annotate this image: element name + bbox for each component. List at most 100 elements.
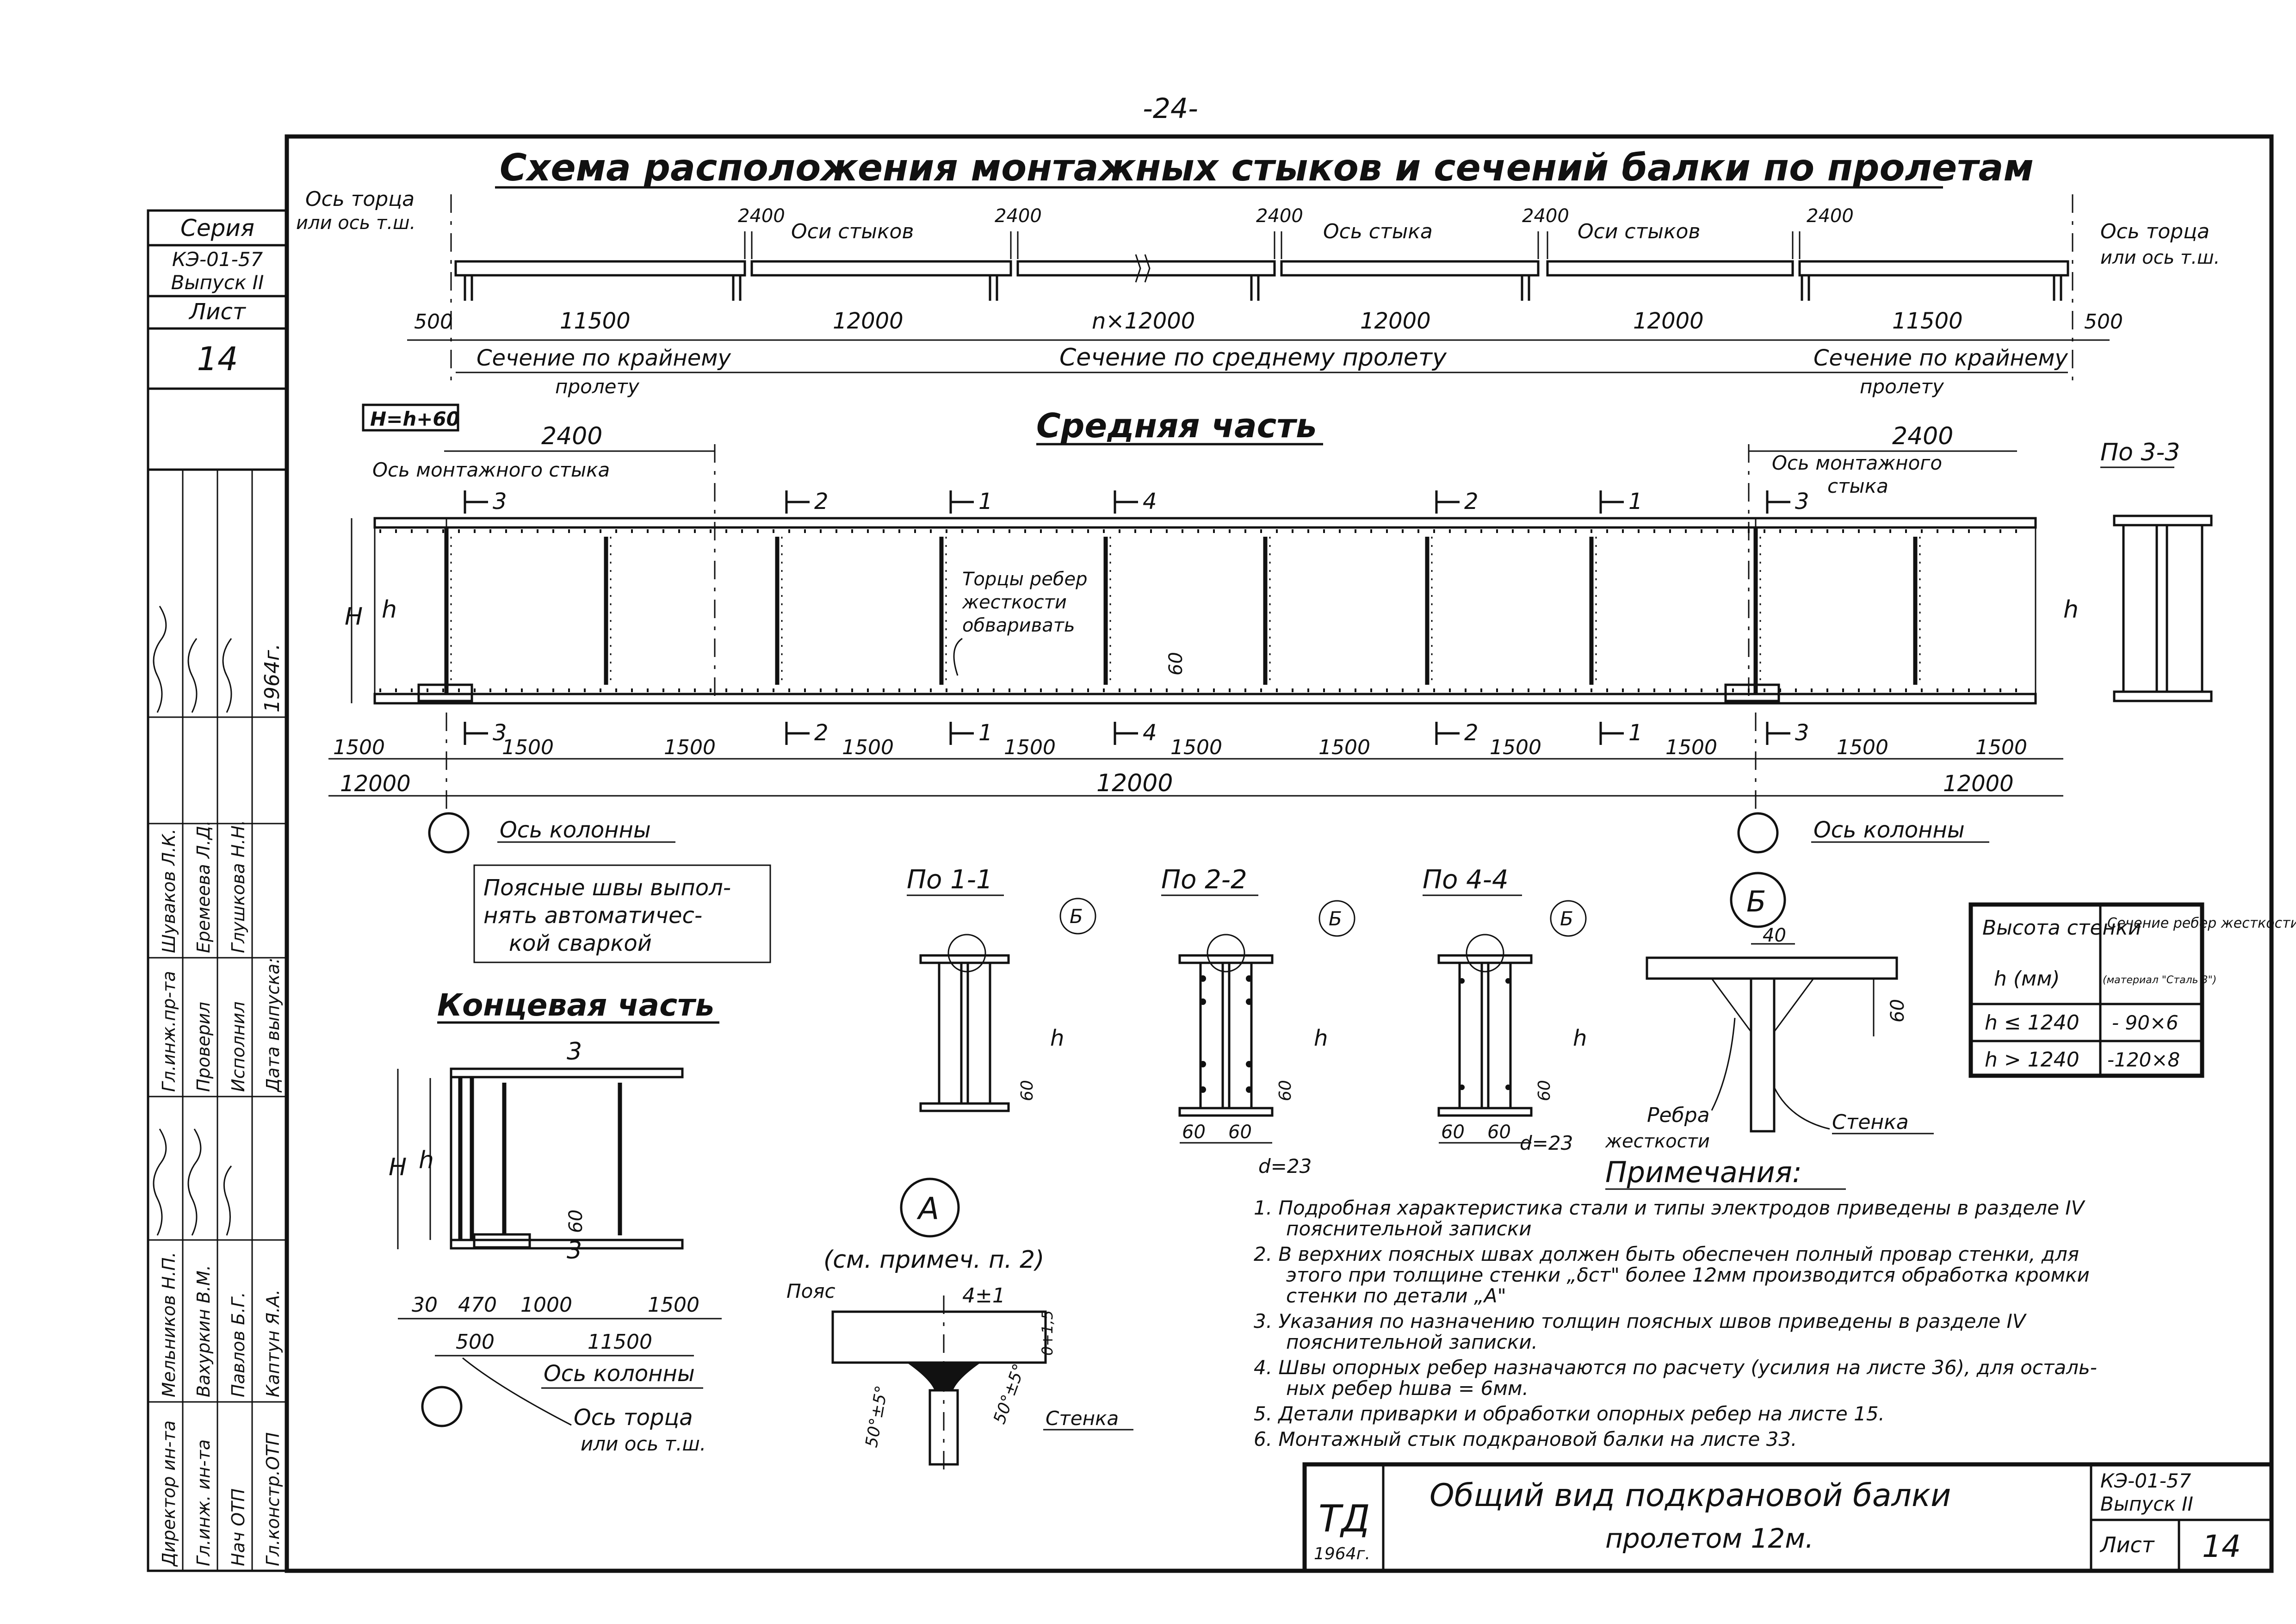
detail-B-rib-label2: жесткости [1605, 1131, 1710, 1152]
sig-year: 1964г. [260, 644, 284, 713]
detail-B-rib-label: Ребра [1647, 1103, 1710, 1127]
mark-bot-2: 2 [814, 720, 829, 746]
end-dim-3: 1000 [520, 1293, 572, 1317]
edge-dim-right: 12000 [1943, 771, 2014, 797]
scheme-section-left: Сечение по крайнему [477, 345, 731, 371]
scheme-span-7: 11500 [1892, 308, 1963, 334]
rib-dim-1: 1500 [502, 736, 554, 759]
rib-table-header1b: h (мм) [1994, 967, 2060, 991]
scheme-right-axis-label2: или ось т.ш. [2100, 247, 2220, 268]
sec11-dim: 60 [1018, 1080, 1037, 1101]
note-6: 6. Монтажный стык подкрановой балки на л… [1254, 1428, 1797, 1450]
end-dim2-1: 500 [456, 1330, 495, 1354]
scheme-section: Схема расположения монтажных стыков и се… [296, 146, 2220, 398]
end-column-axis: Ось колонны [544, 1361, 695, 1387]
detail-A: А (см. примеч. п. 2) Пояс 4±1 50°±5° 50°… [786, 1178, 1133, 1476]
detail-A-title: А [916, 1191, 939, 1227]
section-2-2: По 2-2 Б h 60 60 60 d=23 [1161, 865, 1355, 1178]
middle-part-title: Средняя часть [1036, 406, 1317, 445]
notes-title: Примечания: [1605, 1155, 1802, 1189]
stamp-year: 1964г. [1314, 1544, 1370, 1563]
sec44-ref: Б [1560, 907, 1573, 930]
sec22-h: h [1314, 1025, 1328, 1051]
signature-block: Директор ин-та Гл.инж. ин-та Нач ОТП Гл.… [147, 468, 288, 1572]
edge-dim-left: 12000 [340, 771, 411, 797]
sec44-bot-1: 60 [1441, 1122, 1465, 1143]
weld-note-2: нять автоматичес- [483, 903, 702, 929]
scheme-span-4: n×12000 [1092, 308, 1195, 334]
rib-dim-5: 1500 [1170, 736, 1222, 759]
rib-dim-6: 1500 [1318, 736, 1370, 759]
side-series-code: КЭ-01-57 [172, 248, 263, 271]
detail-B-web-label: Стенка [1832, 1110, 1909, 1134]
scheme-span-2: 11500 [560, 308, 631, 334]
detail-A-tol: 0+1,5 [1039, 1310, 1056, 1356]
rib-table-sec-2: -120×8 [2107, 1048, 2180, 1071]
signature-scribble-2 [187, 1128, 202, 1236]
sig-name2-1: Шуваков Л.К. [159, 829, 179, 953]
sig-role-4: Гл.констр.ОТП [263, 1432, 283, 1566]
sec11-title: По 1-1 [907, 865, 993, 895]
signature-scribble-4 [153, 606, 167, 713]
sec44-bot-2: 60 [1487, 1122, 1511, 1143]
end-dim2-2: 11500 [588, 1330, 652, 1354]
middle-h-formula: H=h+60 [370, 408, 460, 430]
rib-note-1: Торцы ребер [962, 569, 1088, 590]
side-issue: Выпуск II [171, 271, 264, 294]
rib-table-h-2: h > 1240 [1985, 1048, 2079, 1072]
sig-name-2: Вахуркин В.М. [193, 1265, 214, 1397]
sig-role-2: Гл.инж. ин-та [193, 1439, 214, 1566]
side-series-block: Серия КЭ-01-57 Выпуск II Лист 14 [147, 209, 288, 471]
middle-joint-dim-right: 2400 [1892, 422, 1953, 450]
scheme-span-3: 12000 [833, 308, 904, 334]
rib-dim-8: 1500 [1665, 736, 1717, 759]
middle-right-joint-label: Ось монтажного [1772, 452, 1942, 474]
note-2b: этого при толщине стенки „δст" более 12м… [1286, 1264, 2090, 1286]
mark-top-5: 2 [1464, 489, 1479, 514]
middle-joint-dim-left: 2400 [541, 422, 602, 450]
rib-dim-9: 1500 [1837, 736, 1888, 759]
sig-role2-2: Проверил [193, 1002, 214, 1092]
rib-dim-10: 1500 [1975, 736, 2027, 759]
note-5: 5. Детали приварки и обработки опорных р… [1254, 1402, 1885, 1425]
rib-dim-4: 1500 [1004, 736, 1056, 759]
detail-A-web: Стенка [1046, 1407, 1119, 1430]
sig-role-1: Директор ин-та [159, 1420, 179, 1567]
weld-note-3: кой сваркой [509, 930, 652, 956]
stamp-series: КЭ-01-57 [2100, 1469, 2191, 1492]
scheme-span-5: 12000 [1360, 308, 1431, 334]
detail-A-flange: Пояс [786, 1280, 835, 1302]
sig-role2-4: Дата выпуска: [263, 958, 283, 1093]
scheme-section-left2: пролету [555, 375, 640, 398]
rib-table-header2b: (материал "Сталь 3") [2103, 974, 2216, 986]
mark-bot-4: 4 [1143, 720, 1157, 746]
span-total: 12000 [1096, 769, 1173, 797]
mark-top-1: 3 [493, 489, 507, 514]
detail-A-angle-left: 50°±5° [862, 1384, 891, 1449]
sec22-bot-1: 60 [1182, 1122, 1206, 1143]
middle-H: H [345, 603, 363, 631]
stamp-sheet-label: Лист [2099, 1532, 2155, 1557]
end-part-60: 60 [565, 1209, 587, 1233]
side-sheet-number: 14 [197, 340, 238, 378]
scheme-right-axis-label: Ось торца [2100, 220, 2209, 243]
sig-role-3: Нач ОТП [228, 1488, 248, 1566]
rib-note-3: обваривать [962, 615, 1075, 636]
end-part-mark-top: 3 [567, 1038, 582, 1066]
middle-h-left: h [382, 596, 397, 624]
scheme-section-right2: пролету [1860, 375, 1944, 398]
signature-scribble-3 [223, 1165, 232, 1236]
section-33-title: По 3-3 [2100, 439, 2180, 466]
column-axis-left: Ось колонны [500, 817, 651, 843]
stamp-sheet: 14 [2202, 1529, 2241, 1564]
detail-A-angle-right: 50°±5° [990, 1361, 1029, 1426]
sec22-title: По 2-2 [1161, 865, 1247, 895]
stamp-logo: ТД [1318, 1497, 1370, 1540]
rib-table-header2: Сечение ребер жесткости [2107, 915, 2296, 931]
end-part-H: H [389, 1153, 407, 1181]
note-1: 1. Подробная характеристика стали и типы… [1254, 1196, 2086, 1219]
section-4-4: По 4-4 Б h 60 60 60 d=23 [1423, 865, 1587, 1154]
mark-top-6: 1 [1628, 489, 1643, 514]
sec22-dim: 60 [1276, 1080, 1295, 1101]
rib-table-sec-1: - 90×6 [2112, 1011, 2178, 1034]
